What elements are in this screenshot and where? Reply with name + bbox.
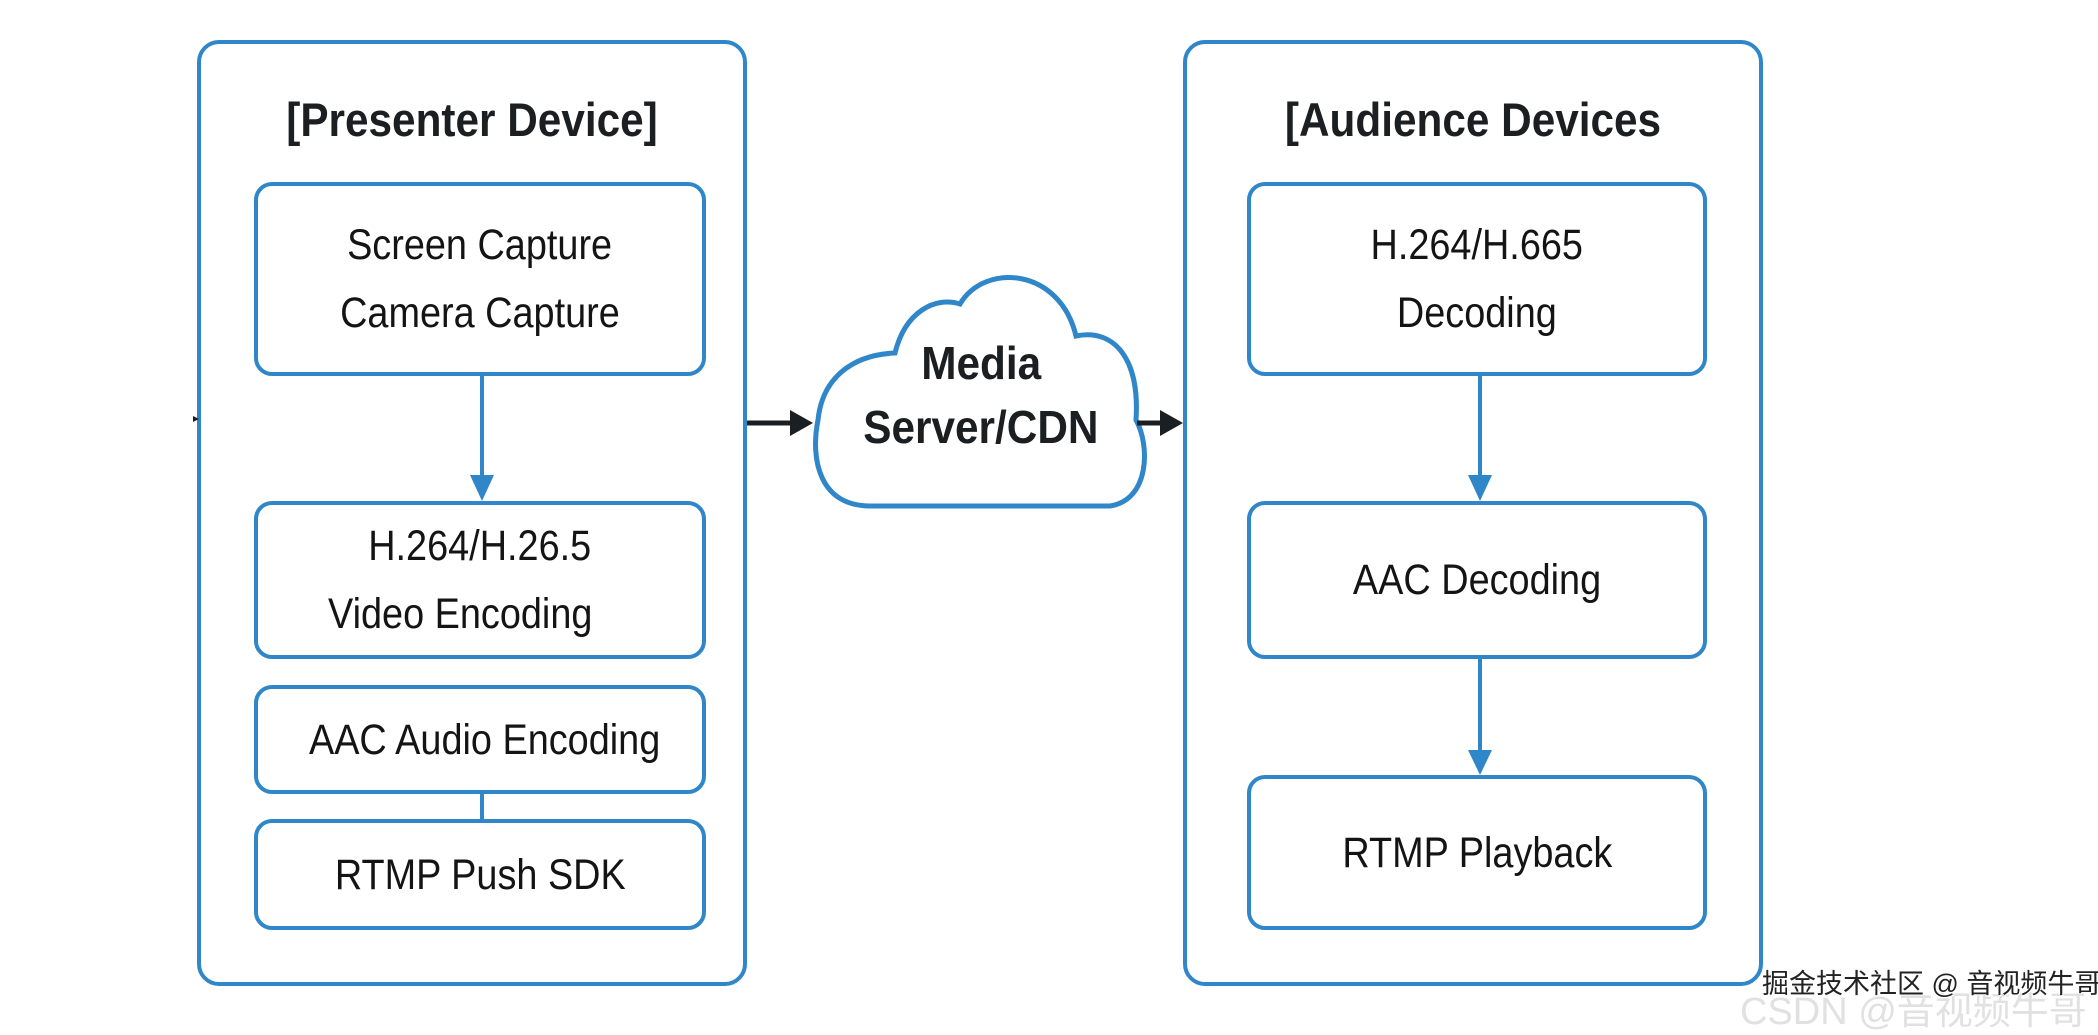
capture-node-line-1: Screen Capture (347, 221, 613, 269)
audio-encoding-line-1: AAC Audio Encoding (309, 715, 661, 764)
arrowhead-presenter-to-server (790, 410, 813, 436)
capture-node-line-2: Camera Capture (340, 289, 620, 337)
watermark-primary: 掘金技术社区 @ 音视频牛哥 (1762, 969, 2098, 999)
audience-devices-title: [Audience Devices (1284, 93, 1662, 146)
capture-node: Screen Capture Camera Capture (254, 182, 706, 376)
media-server-label: Media Server/CDN (816, 284, 1146, 506)
aac-decoding-node: AAC Decoding (1247, 501, 1707, 659)
arrowhead-server-to-audience (1160, 410, 1183, 436)
video-decoding-node: H.264/H.665 Decoding (1247, 182, 1707, 376)
media-server-line-2: Server/CDN (863, 401, 1099, 453)
rtmp-push-line-1: RTMP Push SDK (334, 850, 626, 899)
rtmp-playback-node: RTMP Playback (1247, 775, 1707, 930)
aac-decoding-line-1: AAC Decoding (1352, 556, 1602, 604)
audio-encoding-node: AAC Audio Encoding (254, 685, 706, 794)
rtmp-playback-line-1: RTMP Playback (1342, 828, 1612, 877)
rtmp-push-node: RTMP Push SDK (254, 819, 706, 930)
video-decoding-line-2: Decoding (1397, 289, 1557, 337)
video-encoding-node: H.264/H.26.5 Video Encoding (254, 501, 706, 659)
video-encoding-line-2: Video Encoding (327, 590, 593, 638)
media-server-line-1: Media (921, 337, 1041, 389)
video-encoding-line-1: H.264/H.26.5 (368, 522, 592, 570)
video-decoding-line-1: H.264/H.665 (1370, 221, 1584, 269)
presenter-device-title: [Presenter Device] (286, 93, 658, 146)
